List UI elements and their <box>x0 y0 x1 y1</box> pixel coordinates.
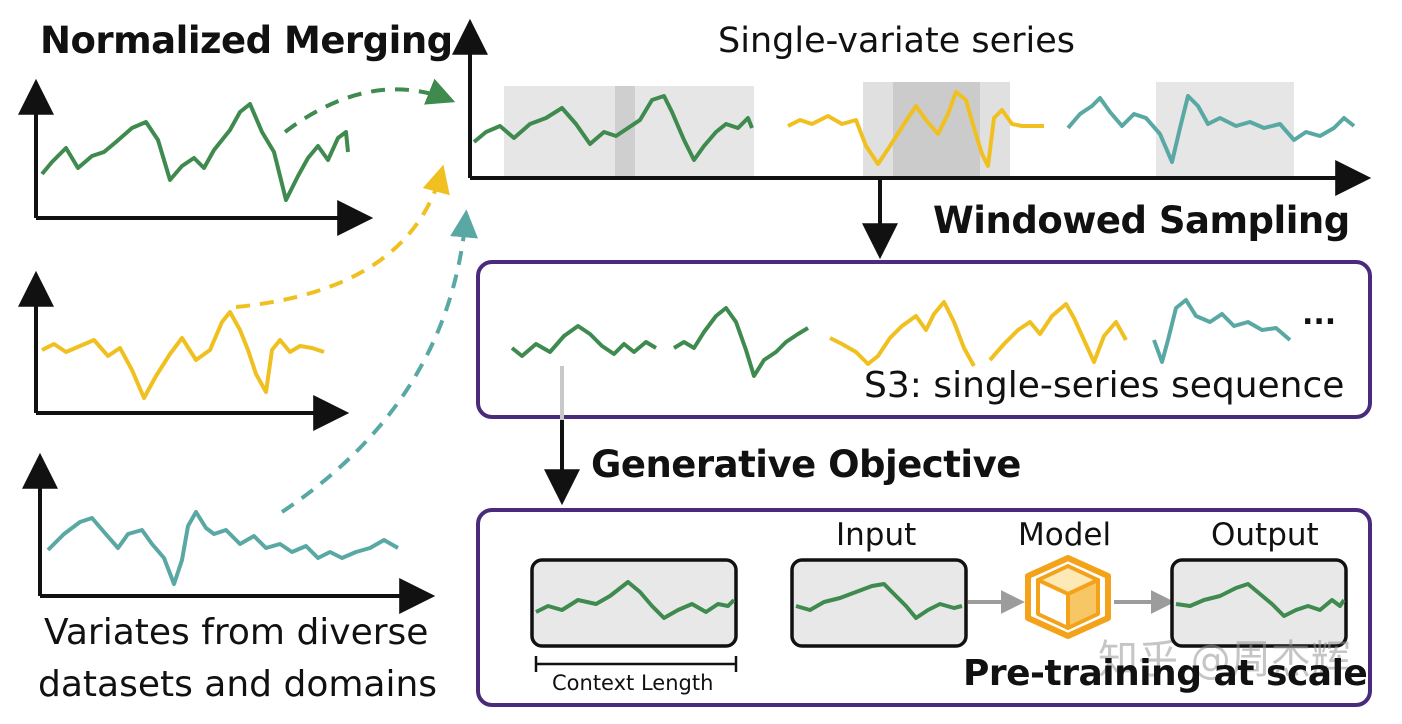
more-series-ellipsis: ... <box>1302 297 1337 332</box>
context-length-bracket <box>534 656 738 672</box>
single-variate-series-title: Single-variate series <box>718 21 1076 61</box>
windowed-sampling-title: Windowed Sampling <box>933 199 1350 242</box>
model-label: Model <box>1018 517 1112 553</box>
output-label: Output <box>1211 517 1319 553</box>
s3-label: S3: single-series sequence <box>864 365 1345 406</box>
model-cube-icon <box>1025 555 1111 639</box>
generative-objective-title: Generative Objective <box>591 443 1021 486</box>
output-window-box <box>1170 558 1348 648</box>
variates-caption-line2: datasets and domains <box>38 664 438 705</box>
context-length-label: Context Length <box>552 671 714 695</box>
s3-series-segments <box>510 298 1292 378</box>
pretraining-title: Pre-training at scale <box>963 653 1368 694</box>
variates-caption-line1: Variates from diverse <box>44 612 429 653</box>
context-window-box <box>530 558 738 648</box>
watermark: 知乎 @周杰辉 <box>1098 637 1351 683</box>
normalized-merging-title: Normalized Merging <box>40 19 453 62</box>
variate-plot-green <box>18 78 374 236</box>
merge-arrow-green <box>283 78 456 134</box>
pretraining-box <box>476 508 1372 707</box>
input-label: Input <box>836 517 917 553</box>
s3-box <box>476 260 1372 419</box>
input-window-box <box>790 558 968 648</box>
variate-plot-teal <box>22 452 436 614</box>
single-variate-plot <box>452 18 1372 196</box>
variate-plot-yellow <box>18 270 350 431</box>
merge-arrow-yellow <box>235 164 450 309</box>
merge-arrow-teal <box>280 209 479 514</box>
